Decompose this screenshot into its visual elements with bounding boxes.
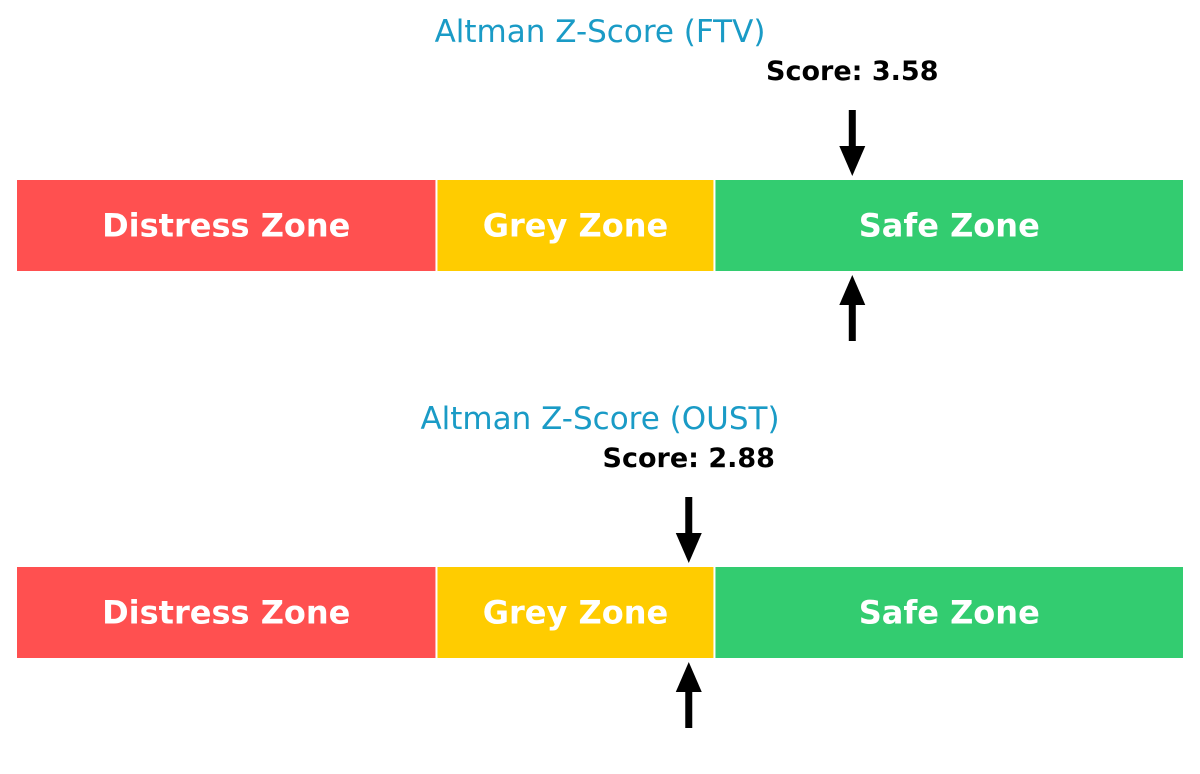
zone-bar-safe-zone <box>713 178 1185 273</box>
arrow-up-icon <box>675 662 702 728</box>
score-label: Score: 2.88 <box>603 443 775 474</box>
score-label: Score: 3.58 <box>766 56 938 87</box>
zone-bar-grey-zone <box>435 178 716 273</box>
zone-label: Safe Zone <box>859 594 1040 632</box>
zone-label: Distress Zone <box>102 207 350 245</box>
zone-label: Safe Zone <box>859 207 1040 245</box>
gauge-panel-1: Altman Z-Score (OUST) Distress Zone Grey Z… <box>15 401 1185 728</box>
arrow-down-icon <box>839 110 866 176</box>
arrow-up-icon <box>839 275 866 341</box>
gauge-title: Altman Z-Score (FTV) <box>435 14 766 50</box>
zone-bar-distress-zone <box>15 565 438 660</box>
gauge-panel-0: Altman Z-Score (FTV) Distress Zone Grey Zo… <box>15 14 1185 341</box>
arrow-down-icon <box>675 497 702 563</box>
zone-label: Distress Zone <box>102 594 350 632</box>
gauge-title: Altman Z-Score (OUST) <box>420 401 779 437</box>
zone-bar-safe-zone <box>713 565 1185 660</box>
zone-bar-distress-zone <box>15 178 438 273</box>
zone-label: Grey Zone <box>483 594 668 632</box>
zone-label: Grey Zone <box>483 207 668 245</box>
